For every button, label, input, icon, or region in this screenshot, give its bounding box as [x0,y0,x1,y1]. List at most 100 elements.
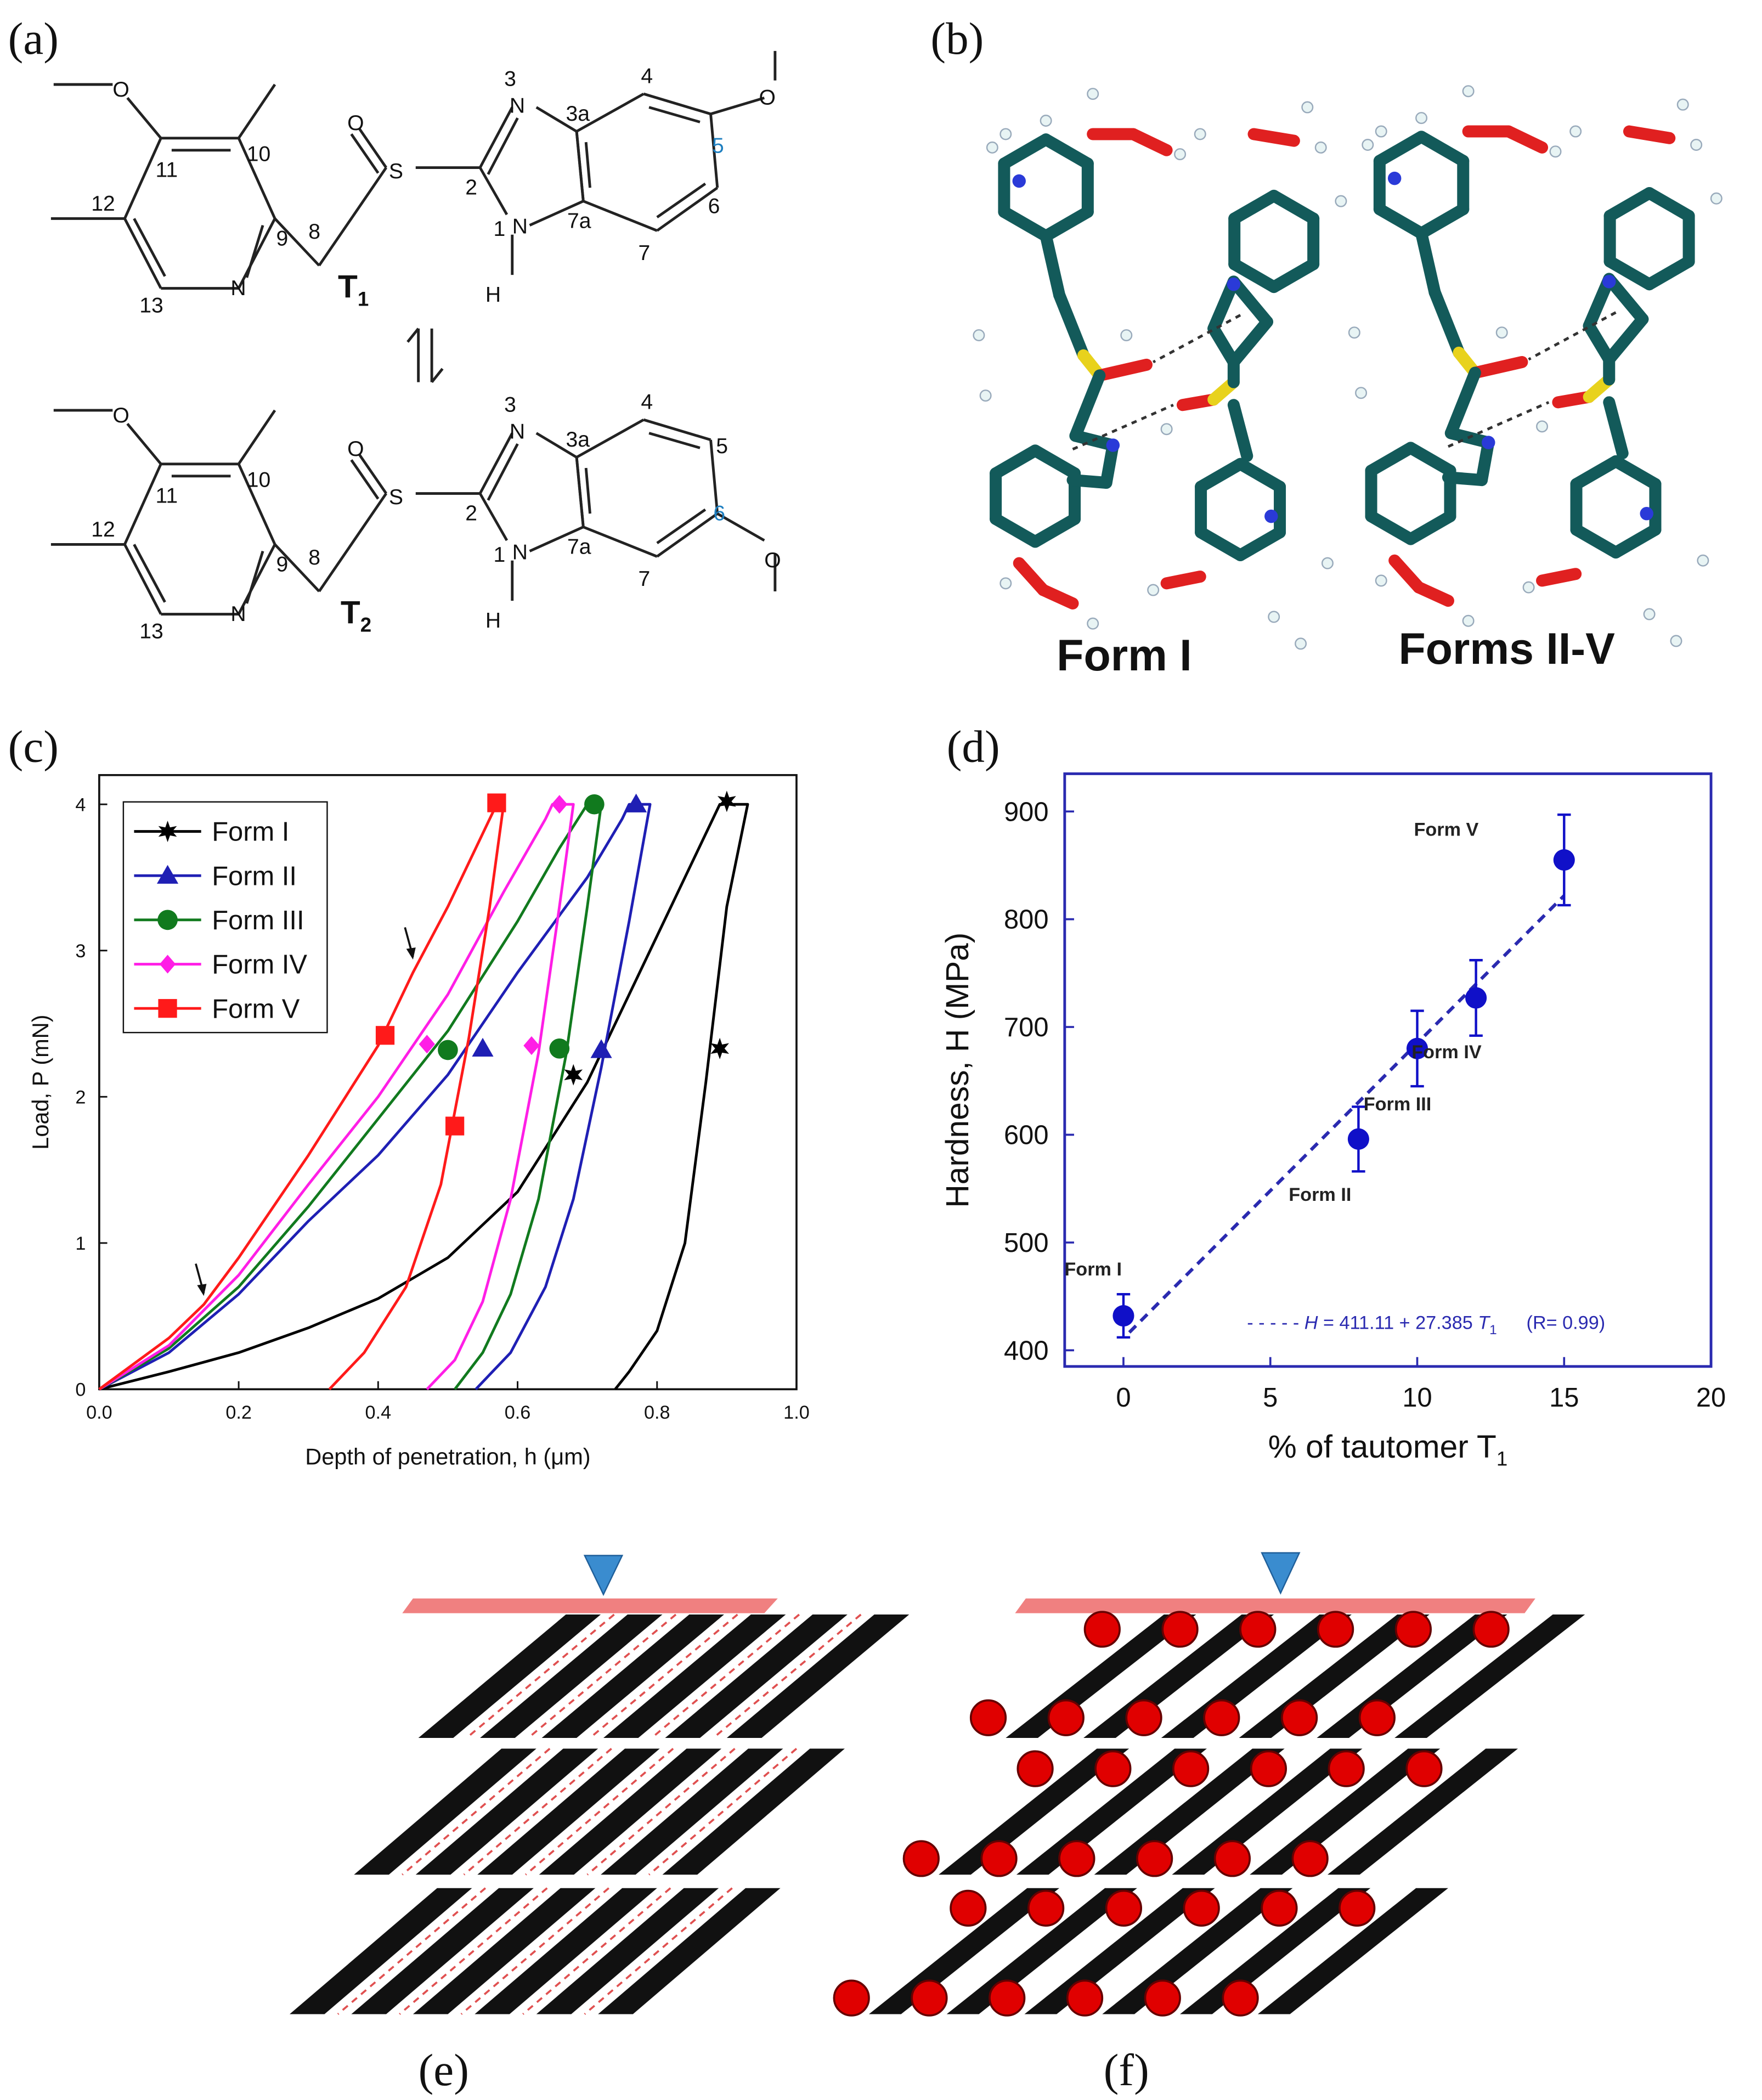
chart-d-ytick-label: 700 [1004,1013,1049,1042]
methoxy-stick [1413,581,1454,607]
pyridine-bond [237,544,276,615]
methoxy-stick [1247,128,1300,147]
hydrogen-atom [1147,584,1160,596]
methoxy-bond [126,422,162,465]
s-o-bond [358,128,387,168]
pyridine-ring [1570,523,1622,559]
schematic-e-slip-plane [648,1748,798,1876]
chain [1053,289,1090,362]
chain [1227,399,1253,462]
chart-d-xtick-label: 0 [1116,1383,1131,1413]
chart-c-data-marker [584,794,605,815]
imidazole-bond [478,493,509,541]
schematic-f-molecule [902,1840,940,1877]
benzo-bond [643,92,711,116]
schematic-e-bar [539,1748,722,1875]
schematic-f-plate [1015,1598,1535,1613]
chart-c-legend-marker [156,865,179,884]
schematic-f-bar [1172,1748,1363,1875]
schematic-f-bar [868,1888,1060,2014]
schematic-f-molecule [950,1889,987,1927]
imidazole-bond [529,526,584,552]
chart-c-series-line [99,803,749,1391]
pyridine-bond [123,218,162,289]
nitrogen-atom [1106,438,1120,452]
schematic-e-bar [475,1888,657,2014]
schematic-e-bar [413,1888,596,2014]
schematic-f-bar [1250,1748,1441,1875]
benzo-ring [1228,189,1280,225]
schematic-f-molecule [1083,1611,1121,1648]
chart-d-ytick-label: 500 [1004,1228,1049,1258]
benzo-bond [656,512,719,558]
schematic-e-bar [289,1888,472,2014]
atom-n: N [510,420,525,443]
benzo-double-bond [656,508,707,544]
atom-number: 10 [247,142,271,166]
atom-number: 1 [494,543,506,567]
chart-c-series-line [98,803,505,1391]
schematic-f-molecule [1250,1750,1287,1787]
schematic-f-bar [1257,1888,1448,2014]
schematic-e-slip-plane [337,1887,487,2015]
atom-n: N [230,276,246,300]
schematic-f-molecule [1317,1611,1354,1648]
chart-c-arrows [195,927,416,1296]
imidazole-bond [478,106,513,168]
schematic-f-molecule [1094,1750,1132,1787]
chart-c-xtick-label: 0.2 [225,1402,252,1423]
chart-c-data-marker [523,1036,540,1055]
atom-number: 4 [641,65,653,88]
benzo-ring [1603,187,1656,222]
schematic-f-molecule [911,1979,948,2017]
schematic-f-molecule [1339,1889,1376,1927]
imidazole-ring [1207,322,1240,368]
nitrogen-atom [1227,277,1241,291]
schematic-e-bar [601,1748,783,1875]
atom-number: 10 [247,468,271,492]
pyridine-double-bond [133,218,166,277]
atom-o: O [112,78,129,101]
pyridine-double-bond [133,544,166,603]
benzo-bond [709,114,719,188]
hydrogen-atom [1087,617,1099,630]
chain [1069,369,1106,442]
methylene-bond [274,543,320,592]
pyridine-ring [1195,458,1247,493]
chart-d-point-label: Form I [1064,1259,1122,1280]
chart-c-ytick-label: 4 [75,794,86,815]
nitrogen-atom [1602,275,1616,289]
nitrogen-atom [1482,436,1495,449]
schematic-f-bar [946,1888,1137,2014]
chart-d-xtick-label: 5 [1263,1383,1278,1413]
atom-number: 5 [716,434,728,458]
pyridine-ring [1609,523,1662,559]
equilibrium-arrows [406,328,444,383]
atom-o: O [764,549,781,572]
pyridine-ring [1609,455,1662,490]
pyridine-ring [1415,203,1470,240]
panel-label-d: (d) [947,721,1000,771]
oxygen-stick [1469,355,1528,379]
pyridine-bond [237,218,276,289]
hydrogen-atom [1415,112,1428,125]
hydrogen-bond [1447,401,1550,448]
schematic-f-molecule [1394,1611,1432,1648]
atom-number: 12 [91,192,115,216]
chain [1040,230,1066,301]
atom-number: 7 [639,567,651,591]
chart-c-ytick-label: 0 [75,1380,86,1401]
schematic-e-bar [480,1614,663,1738]
imidazole-bond [529,200,584,227]
schematic-f-bar [1024,1888,1215,2014]
schematic-f-molecule [1405,1750,1443,1787]
schematic-f-molecule [1161,1611,1199,1648]
atom-h: H [485,283,501,307]
panel-label-b: (b) [930,13,984,64]
chart-d-data-point [1112,1305,1134,1327]
benzo-bond [583,526,658,558]
